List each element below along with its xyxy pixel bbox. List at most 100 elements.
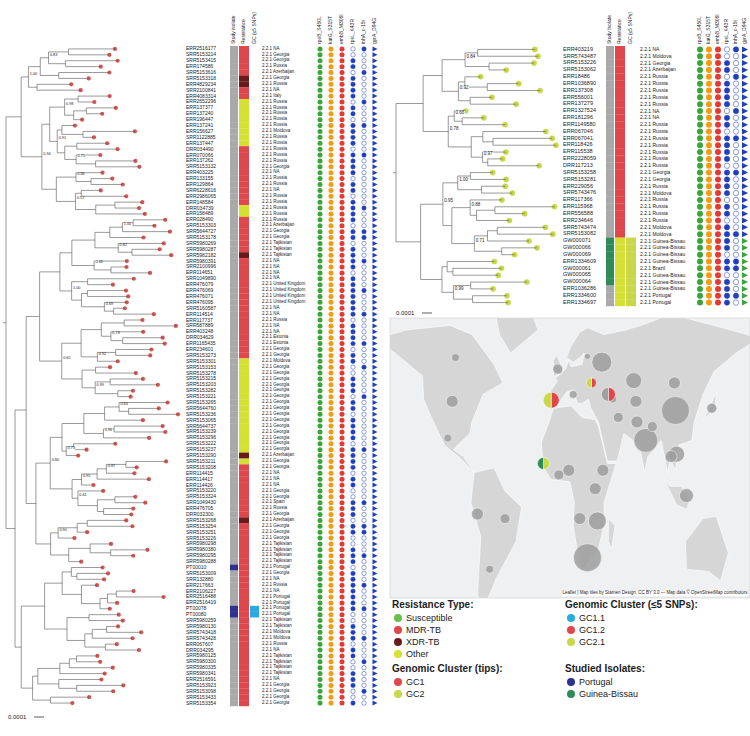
annotation-strip <box>615 231 625 238</box>
annotation-strip <box>615 73 625 80</box>
tree-branch <box>462 117 484 118</box>
mutation-dot <box>362 489 366 493</box>
annotation-strip <box>230 594 238 600</box>
mutation-dot <box>340 153 345 158</box>
mutation-dot <box>340 170 345 175</box>
tree-branch <box>458 189 482 190</box>
mutation-dot <box>362 259 366 263</box>
mutation-dot <box>706 217 712 223</box>
annotation-strip <box>250 482 259 488</box>
map-land <box>541 406 616 572</box>
annotation-strip <box>250 329 259 335</box>
mutation-dot <box>724 259 729 264</box>
tree-branch <box>72 281 88 282</box>
mutation-triangle <box>742 115 748 121</box>
mutation-triangle <box>373 477 378 482</box>
map-marker <box>668 377 680 389</box>
mutation-dot <box>318 701 323 706</box>
annotation-strip <box>626 155 636 162</box>
annotation-strip <box>230 105 238 111</box>
mutation-dot <box>340 471 345 476</box>
annotation-strip <box>230 223 238 229</box>
tree-branch <box>77 523 87 524</box>
mutation-dot <box>362 477 366 481</box>
annotation-strip <box>239 176 249 182</box>
annotation-strip <box>230 694 238 700</box>
mutation-dot <box>318 565 323 570</box>
mutation-dot <box>733 67 738 72</box>
mutation-dot <box>340 235 345 240</box>
mutation-dot <box>340 64 345 69</box>
annotation-strip <box>239 87 249 93</box>
mutation-triangle <box>373 288 378 293</box>
mutation-dot <box>362 141 366 145</box>
mutation-dot <box>340 571 345 576</box>
mutation-dot <box>715 115 721 121</box>
mutation-dot <box>340 653 345 658</box>
mutation-dot <box>697 87 703 93</box>
tree-branch <box>65 60 117 61</box>
annotation-strip <box>230 647 238 653</box>
mutation-dot <box>362 288 366 292</box>
mutation-dot <box>706 279 712 285</box>
mutation-dot <box>340 412 345 417</box>
mutation-dot <box>724 170 729 175</box>
mutation-dot <box>329 117 334 122</box>
mutation-dot <box>329 483 334 488</box>
mutation-dot <box>351 506 355 510</box>
annotation-strip <box>606 128 614 135</box>
mutation-dot <box>351 389 355 393</box>
mutation-dot <box>362 536 366 540</box>
annotation-strip <box>250 470 259 476</box>
tree-branch <box>100 608 110 609</box>
annotation-strip <box>239 600 249 606</box>
annotation-strip <box>250 64 259 70</box>
mutation-dot <box>329 583 334 588</box>
annotation-strip <box>239 140 249 146</box>
mutation-dot <box>724 60 729 65</box>
mutation-dot <box>362 100 366 104</box>
mutation-dot <box>318 636 323 641</box>
mutation-dot <box>362 123 366 127</box>
mutation-dot <box>340 612 345 617</box>
mutation-dot <box>733 149 738 154</box>
annotation-strip <box>230 464 238 470</box>
tree-branch <box>59 679 102 680</box>
mutation-triangle <box>373 353 378 358</box>
tree-branch <box>78 96 110 97</box>
mutation-dot <box>697 238 703 244</box>
mutation-dot <box>362 607 366 611</box>
mutation-dot <box>340 671 345 676</box>
mutation-dot <box>362 389 366 393</box>
mutation-dot <box>351 224 355 228</box>
annotation-strip <box>606 149 614 156</box>
annotation-strip <box>615 197 625 204</box>
tree-branch <box>40 75 58 76</box>
annotation-strip <box>239 453 249 459</box>
mutation-dot <box>351 76 355 80</box>
mutation-dot <box>715 197 721 203</box>
annotation-strip <box>230 347 238 353</box>
tree-branch <box>470 199 502 200</box>
mutation-triangle <box>373 200 378 205</box>
mutation-dot <box>340 82 345 87</box>
mutation-triangle <box>742 74 748 80</box>
annotation-strip <box>239 447 249 453</box>
mutation-dot <box>329 536 334 541</box>
tree-branch <box>65 159 76 160</box>
annotation-strip <box>626 203 636 210</box>
annotation-strip <box>615 251 625 258</box>
annotation-strip <box>615 238 625 245</box>
mutation-dot <box>351 94 355 98</box>
mutation-dot <box>715 53 721 59</box>
annotation-strip <box>239 129 249 135</box>
mutation-dot <box>329 270 334 275</box>
mutation-dot <box>351 47 355 51</box>
map-marker <box>597 464 609 476</box>
mutation-dot <box>715 183 721 189</box>
annotation-strip <box>230 582 238 588</box>
annotation-strip <box>626 265 636 272</box>
mutation-dot <box>697 53 703 59</box>
annotation-strip <box>606 135 614 142</box>
annotation-strip <box>239 665 249 671</box>
